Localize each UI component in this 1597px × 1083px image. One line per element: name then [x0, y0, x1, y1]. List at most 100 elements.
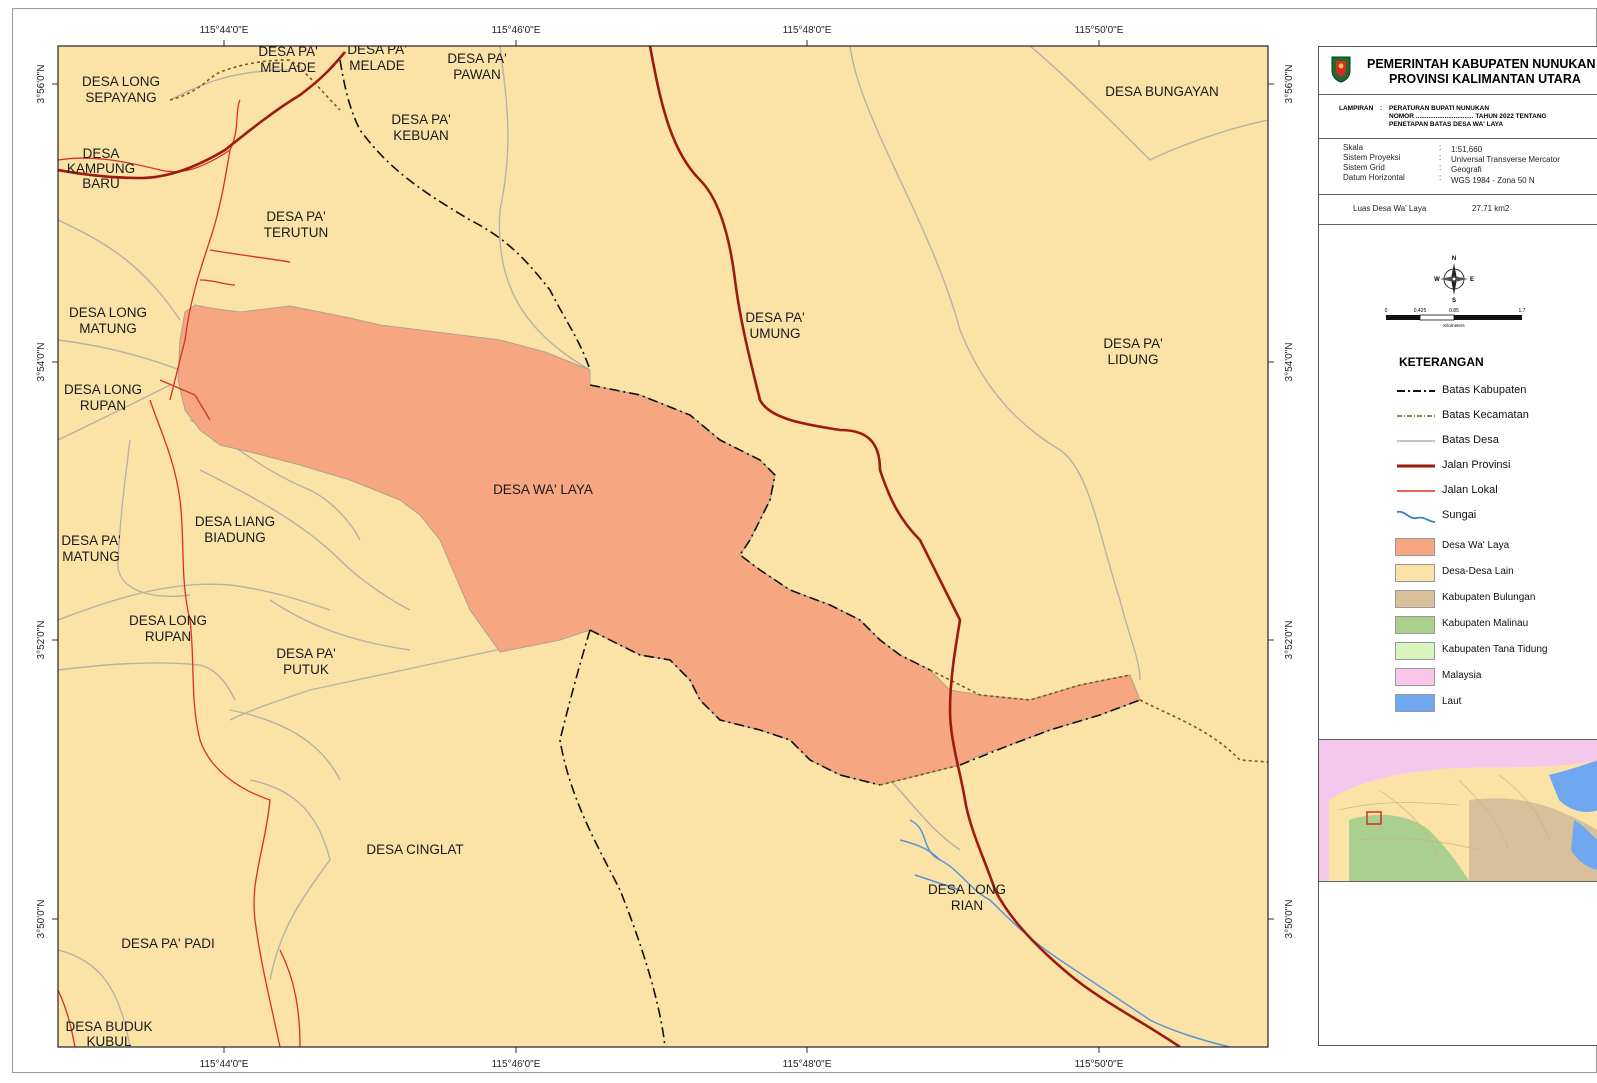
inset-map[interactable]: [1319, 740, 1597, 882]
village-label: DESA PA'UMUNG: [745, 310, 804, 341]
coord-top: 115°50'0"E: [1075, 25, 1124, 36]
jalan-lokal: [58, 99, 301, 1047]
batas-kabupaten-symbol: [1397, 390, 1435, 392]
coord-right: 3°50'0"N: [1284, 900, 1295, 939]
legend-title: KETERANGAN: [1399, 355, 1484, 369]
legend-item: Sungai: [1395, 506, 1595, 526]
batas-desa-symbol: [1397, 440, 1435, 442]
main-map[interactable]: 115°44'0"E 115°46'0"E 115°48'0"E 115°50'…: [0, 0, 1318, 1083]
north-arrow-icon: N S E W: [1434, 256, 1474, 304]
coords-left: 3°56'0"N 3°54'0"N 3°52'0"N 3°50'0"N: [36, 65, 47, 939]
legend-label: Malaysia: [1442, 670, 1482, 681]
legend-item: Batas Kecamatan: [1395, 406, 1595, 426]
coords-top: 115°44'0"E 115°46'0"E 115°48'0"E 115°50'…: [200, 25, 1124, 36]
info-key: Sistem Proyeksi: [1343, 153, 1401, 162]
info-key: Datum Horizontal: [1343, 173, 1405, 182]
compass-n: N: [1452, 256, 1456, 262]
legend-item: Kabupaten Tana Tidung: [1395, 641, 1595, 661]
scale-tick: 0.425: [1414, 308, 1427, 314]
legend-label: Kabupaten Bulungan: [1442, 592, 1536, 603]
tick-marks: [52, 40, 1274, 1053]
desa-lain-swatch: [1395, 564, 1435, 582]
coord-left: 3°50'0"N: [36, 900, 47, 939]
legend-label: Batas Kecamatan: [1442, 409, 1529, 421]
legend-item: Laut: [1395, 693, 1595, 713]
coord-right: 3°56'0"N: [1284, 65, 1295, 104]
legend-item: Batas Kabupaten: [1395, 381, 1595, 401]
info-value: Universal Transverse Mercator: [1451, 155, 1560, 164]
location-marker: [1366, 811, 1382, 825]
legend-label: Batas Desa: [1442, 434, 1499, 446]
village-label: DESA CINGLAT: [366, 842, 463, 857]
village-label: DESA PA'TERUTUN: [264, 209, 329, 240]
scale-tick: 0.85: [1449, 308, 1459, 314]
legend-label: Desa Wa' Laya: [1442, 540, 1510, 551]
legend-label: Kabupaten Tana Tidung: [1442, 644, 1548, 655]
village-label: DESA PA' PADI: [121, 936, 215, 951]
coord-top: 115°46'0"E: [492, 25, 541, 36]
panel-title-line2: PROVINSI KALIMANTAN UTARA: [1389, 72, 1581, 86]
bulungan-swatch: [1395, 590, 1435, 608]
map-info-section: Skala : 1:51,660 Sistem Proyeksi : Unive…: [1319, 139, 1597, 195]
coords-right: 3°56'0"N 3°54'0"N 3°52'0"N 3°50'0"N: [1284, 65, 1295, 939]
legend-item: Jalan Lokal: [1395, 481, 1595, 501]
legend-label: Laut: [1442, 696, 1462, 707]
scale-unit: Kilometers: [1443, 323, 1465, 328]
coord-bottom: 115°44'0"E: [200, 1059, 249, 1070]
laut-swatch: [1395, 694, 1435, 712]
compass-w: W: [1434, 277, 1440, 283]
coord-bottom: 115°50'0"E: [1075, 1059, 1124, 1070]
village-label: DESA PA'KEBUAN: [391, 112, 450, 143]
scale-tick: 1.7: [1519, 308, 1526, 314]
coord-left: 3°56'0"N: [36, 65, 47, 104]
village-label: DESA PA'MATUNG: [61, 533, 120, 564]
legend-item: Malaysia: [1395, 667, 1595, 687]
batas-kabupaten: [339, 59, 1141, 1047]
village-label: DESA PA'PAWAN: [447, 51, 506, 82]
legend-label: Jalan Lokal: [1442, 484, 1498, 496]
info-value: WGS 1984 - Zona 50 N: [1451, 176, 1535, 185]
map-info-panel: PEMERINTAH KABUPATEN NUNUKAN PROVINSI KA…: [1318, 46, 1597, 1046]
compass-e: E: [1470, 277, 1474, 283]
desa-wa-laya-area[interactable]: [177, 304, 1141, 786]
legend-item: Kabupaten Bulungan: [1395, 589, 1595, 609]
legend-label: Desa-Desa Lain: [1442, 566, 1514, 577]
legend-label: Sungai: [1442, 509, 1477, 521]
info-key: Skala: [1343, 143, 1364, 152]
legend-item: Desa Wa' Laya: [1395, 537, 1595, 557]
village-label: DESA PA'LIDUNG: [1103, 336, 1162, 367]
info-value: Geografi: [1451, 165, 1482, 174]
info-sep: :: [1439, 143, 1442, 152]
lampiran-separator: :: [1380, 105, 1383, 112]
tana-tidung-swatch: [1395, 642, 1435, 660]
panel-title-line1: PEMERINTAH KABUPATEN NUNUKAN: [1367, 57, 1596, 71]
coord-top: 115°44'0"E: [200, 25, 249, 36]
coord-right: 3°52'0"N: [1284, 621, 1295, 660]
info-sep: :: [1439, 173, 1442, 182]
scale-tick: 0: [1385, 308, 1388, 314]
coords-bottom: 115°44'0"E 115°46'0"E 115°48'0"E 115°50'…: [200, 1059, 1124, 1070]
legend-label: Kabupaten Malinau: [1442, 618, 1529, 629]
area-label: Luas Desa Wa' Laya: [1353, 204, 1427, 213]
legend-label: Batas Kabupaten: [1442, 384, 1527, 396]
coord-right: 3°54'0"N: [1284, 343, 1295, 382]
village-label: DESA PA'MELADE: [258, 44, 317, 75]
coord-left: 3°52'0"N: [36, 621, 47, 660]
legend-item: Desa-Desa Lain: [1395, 563, 1595, 583]
map-border: [57, 45, 1269, 1048]
malinau-swatch: [1395, 616, 1435, 634]
jalan-lokal-symbol: [1397, 490, 1435, 492]
jalan-provinsi-symbol: [1397, 464, 1435, 468]
coord-bottom: 115°48'0"E: [783, 1059, 832, 1070]
village-label: DESA PA'PUTUK: [276, 646, 335, 677]
legend-label: Jalan Provinsi: [1442, 459, 1511, 471]
